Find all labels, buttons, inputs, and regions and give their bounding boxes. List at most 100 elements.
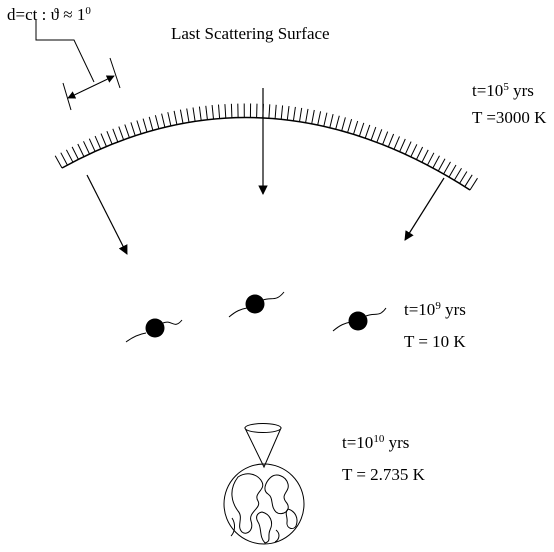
- epoch-2-time-exponent: 9: [435, 300, 441, 312]
- hatch-mark: [148, 116, 154, 131]
- hatch-mark: [469, 177, 478, 191]
- hatch-mark: [399, 138, 406, 153]
- arrow-left: [86, 174, 128, 255]
- hatch-mark: [335, 115, 340, 130]
- epoch-2-temperature: T = 10 K: [404, 332, 466, 351]
- angular-scale-marker: [35, 20, 121, 111]
- hatch-mark: [443, 161, 451, 175]
- hatch-mark: [130, 122, 136, 136]
- epoch-3-time-prefix: t=10: [342, 433, 374, 452]
- hatch-mark: [167, 112, 172, 127]
- hatch-mark: [274, 104, 277, 119]
- epoch-1-time-unit: yrs: [508, 81, 534, 100]
- hatch-mark: [173, 110, 178, 125]
- last-scattering-surface: [54, 103, 478, 191]
- epoch-2-time-unit: yrs: [440, 300, 466, 319]
- hatch-mark: [268, 104, 271, 119]
- hatch-mark: [329, 113, 334, 128]
- hatch-mark: [353, 120, 359, 135]
- surface-hatch-marks: [54, 103, 478, 191]
- hatch-mark: [106, 131, 113, 145]
- hatch-mark: [376, 129, 383, 143]
- hatch-mark: [186, 108, 190, 123]
- hatch-mark: [112, 128, 119, 143]
- hatch-mark: [317, 111, 322, 126]
- hatch-mark: [305, 108, 309, 123]
- epoch-1-time: t=105 yrs: [472, 81, 534, 101]
- hatch-mark: [292, 106, 296, 121]
- epoch-3-temperature: T = 2.735 K: [342, 465, 425, 484]
- photon-path-arrows: [86, 88, 445, 255]
- hatch-mark: [437, 158, 446, 172]
- earth-globe-icon: [223, 463, 305, 545]
- surface-title: Last Scattering Surface: [171, 24, 330, 43]
- arrow-right: [404, 177, 445, 241]
- hatch-mark: [161, 113, 166, 128]
- hatch-mark: [60, 152, 68, 166]
- hatch-mark: [421, 149, 429, 163]
- hatch-mark: [459, 171, 468, 184]
- hatch-mark: [94, 135, 102, 150]
- hatch-mark: [286, 106, 290, 121]
- epoch-1-temperature: T =3000 K: [472, 108, 547, 127]
- hatch-mark: [136, 120, 142, 134]
- hatch-mark: [65, 149, 74, 163]
- hatch-mark: [393, 136, 400, 150]
- photons: [125, 291, 387, 343]
- hatch-mark: [347, 118, 353, 133]
- hatch-mark: [410, 144, 418, 158]
- photon-1: [125, 318, 183, 343]
- hatch-mark: [364, 124, 371, 139]
- hatch-mark: [83, 141, 90, 155]
- angle-label: d=ct : ϑ ≈ 10: [7, 5, 91, 25]
- earth-observer: [223, 423, 305, 545]
- hatch-mark: [205, 105, 208, 120]
- hatch-mark: [415, 146, 424, 160]
- hatch-mark: [100, 133, 107, 147]
- hatch-mark: [224, 104, 227, 119]
- hatch-mark: [464, 174, 473, 187]
- hatch-mark: [154, 115, 160, 129]
- hatch-mark: [179, 109, 184, 124]
- hatch-mark: [118, 126, 125, 140]
- hatch-mark: [448, 164, 457, 178]
- epoch-2-time: t=109 yrs: [404, 300, 466, 320]
- hatch-mark: [218, 104, 221, 119]
- hatch-mark: [382, 131, 389, 145]
- hatch-mark: [311, 109, 315, 124]
- photon-3: [332, 307, 387, 332]
- hatch-mark: [192, 107, 196, 122]
- hatch-mark: [341, 117, 346, 131]
- hatch-mark: [432, 155, 440, 169]
- epoch-3-time-unit: yrs: [384, 433, 410, 452]
- epoch-3-time-exponent: 10: [373, 433, 385, 445]
- epoch-2-time-prefix: t=10: [404, 300, 436, 319]
- hatch-mark: [453, 167, 462, 181]
- hatch-mark: [142, 118, 148, 133]
- epoch-1-time-prefix: t=10: [472, 81, 504, 100]
- hatch-mark: [54, 155, 63, 169]
- epoch-1-time-exponent: 5: [503, 81, 509, 93]
- hatch-mark: [323, 112, 328, 127]
- angle-label-text: d=ct : ϑ ≈ 1: [7, 5, 86, 24]
- hatch-mark: [387, 133, 395, 148]
- hatch-mark: [124, 124, 130, 138]
- hatch-mark: [358, 122, 365, 137]
- hatch-mark: [211, 105, 214, 120]
- hatch-mark: [370, 126, 377, 141]
- epoch-3-time: t=1010 yrs: [342, 433, 409, 453]
- hatch-mark: [88, 138, 96, 152]
- hatch-mark: [404, 141, 412, 155]
- hatch-mark: [280, 105, 284, 120]
- hatch-mark: [71, 146, 79, 160]
- angle-label-exponent: 0: [85, 5, 91, 17]
- hatch-mark: [77, 143, 85, 157]
- telescope-cone-icon: [244, 423, 282, 469]
- hatch-mark: [426, 152, 435, 166]
- hatch-mark: [198, 106, 202, 121]
- hatch-mark: [230, 103, 233, 118]
- photon-2: [228, 291, 285, 318]
- hatch-mark: [299, 107, 303, 122]
